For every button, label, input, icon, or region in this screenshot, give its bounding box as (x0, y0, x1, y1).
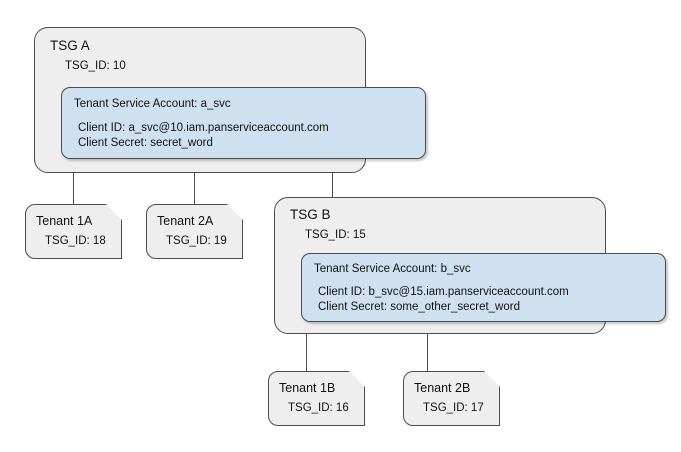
tsg-b-title: TSG B (290, 207, 331, 222)
connector-tsg-b-to-tenant-1b (306, 334, 307, 371)
tenant-2b-name: Tenant 2B (414, 381, 471, 395)
tsg-b-id-label: TSG_ID: 15 (305, 229, 366, 241)
tenant-1b-box[interactable]: Tenant 1B TSG_ID: 16 (268, 371, 365, 426)
connector-tsg-b-to-tenant-2b (427, 334, 428, 371)
tsg-b-service-account-panel[interactable]: Tenant Service Account: b_svc Client ID:… (301, 253, 666, 322)
tenant-2a-id-label: TSG_ID: 19 (166, 235, 227, 247)
tsg-a-client-secret: Client Secret: secret_word (78, 137, 213, 149)
tenant-2b-folded-corner-icon (483, 371, 500, 388)
tsg-a-service-account-panel[interactable]: Tenant Service Account: a_svc Client ID:… (61, 87, 426, 159)
tsg-b-service-account-title: Tenant Service Account: b_svc (314, 263, 471, 275)
connector-tsg-a-to-tenant-1a (73, 173, 74, 204)
tsg-a-id-label: TSG_ID: 10 (65, 60, 126, 72)
tsg-a-title: TSG A (50, 38, 90, 53)
tenant-2b-id-label: TSG_ID: 17 (423, 402, 484, 414)
tsg-a-service-account-title: Tenant Service Account: a_svc (74, 98, 231, 110)
tenant-1a-folded-corner-icon (105, 204, 122, 221)
tenant-1a-id-label: TSG_ID: 18 (45, 235, 106, 247)
tsg-b-client-secret: Client Secret: some_other_secret_word (318, 301, 520, 313)
tenant-1b-name: Tenant 1B (279, 381, 336, 395)
tenant-2a-name: Tenant 2A (157, 214, 214, 228)
tenant-2a-box[interactable]: Tenant 2A TSG_ID: 19 (146, 204, 243, 259)
connector-tsg-a-to-tenant-2a (194, 173, 195, 204)
tenant-1a-box[interactable]: Tenant 1A TSG_ID: 18 (25, 204, 122, 259)
tsg-b-client-id: Client ID: b_svc@15.iam.panserviceaccoun… (318, 286, 569, 298)
tenant-2a-folded-corner-icon (226, 204, 243, 221)
tenant-1a-name: Tenant 1A (36, 214, 93, 228)
tenant-2b-box[interactable]: Tenant 2B TSG_ID: 17 (403, 371, 500, 426)
connector-tsg-a-to-tsg-b (332, 173, 333, 197)
tenant-1b-folded-corner-icon (348, 371, 365, 388)
tenant-1b-id-label: TSG_ID: 16 (288, 402, 349, 414)
tsg-a-client-id: Client ID: a_svc@10.iam.panserviceaccoun… (78, 122, 329, 134)
